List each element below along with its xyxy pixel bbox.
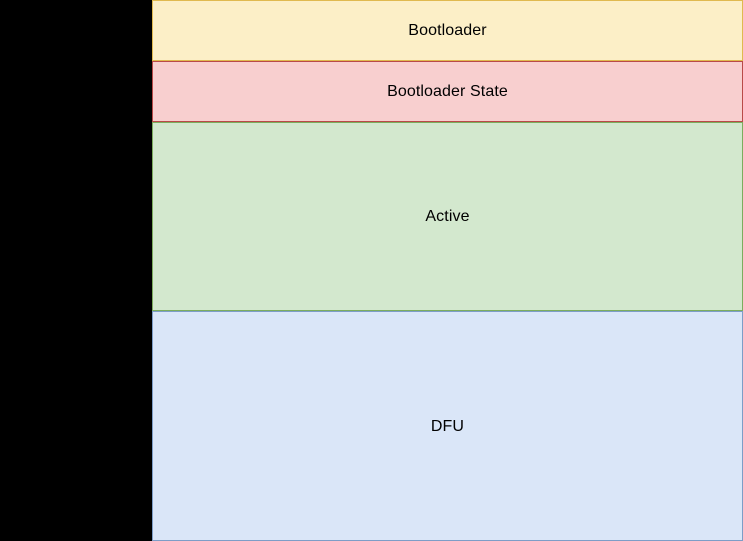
left-blank-gutter <box>0 0 152 541</box>
region-active-label: Active <box>425 208 470 225</box>
region-dfu-label: DFU <box>430 417 465 435</box>
region-bootloader-state[interactable]: Bootloader State <box>152 61 743 122</box>
region-dfu[interactable]: DFU <box>152 311 743 541</box>
region-bootloader[interactable]: Bootloader <box>152 0 743 61</box>
region-bootloader-label: Bootloader <box>408 22 487 39</box>
region-bootloader-state-label: Bootloader State <box>387 83 508 100</box>
region-active[interactable]: Active <box>152 122 743 311</box>
memory-region-stack: Bootloader Bootloader State Active DFU <box>152 0 743 541</box>
